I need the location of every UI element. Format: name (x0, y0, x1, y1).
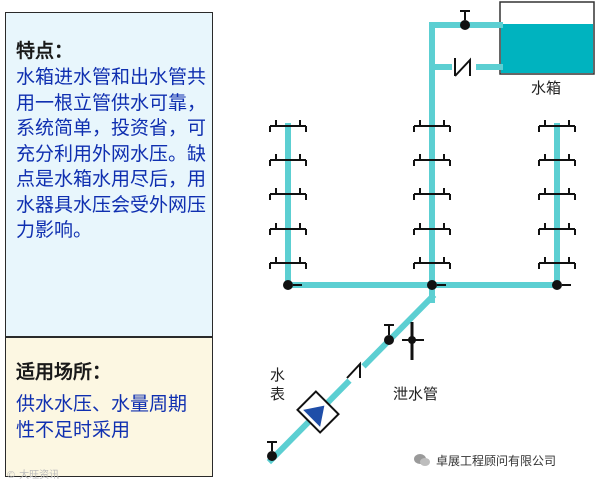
tank-label: 水箱 (531, 79, 562, 97)
inlet-valve (384, 335, 394, 345)
tap-fixture (269, 120, 307, 132)
features-panel: 特点： 水箱进水管和出水管共用一根立管供水可靠，系统简单，投资省，可充分利用外网… (5, 12, 213, 337)
bottom-valve (267, 451, 277, 461)
tap-fixture (538, 257, 576, 269)
tap-fixture (413, 154, 451, 166)
usage-panel: 适用场所： 供水水压、水量周期性不足时采用 (5, 337, 213, 477)
fixture-group (269, 120, 576, 269)
water-meter (296, 390, 340, 434)
tap-fixture (269, 154, 307, 166)
wechat-icon (414, 452, 430, 466)
tap-fixture (269, 257, 307, 269)
valve-node (552, 280, 562, 290)
tap-fixture (413, 257, 451, 269)
tap-fixture (538, 188, 576, 200)
drain-pipe-label: 泄水管 (393, 385, 439, 403)
valve-node (427, 280, 437, 290)
tank-water (501, 24, 593, 73)
meter-arrow (303, 405, 325, 427)
check-valve-symbol (454, 57, 471, 77)
tap-fixture (538, 223, 576, 235)
drain-valve (408, 336, 416, 344)
tap-fixture (269, 223, 307, 235)
usage-heading: 适用场所： (16, 361, 112, 383)
usage-body: 供水水压、水量周期性不足时采用 (16, 393, 188, 441)
tap-fixture (538, 120, 576, 132)
tap-fixture (538, 154, 576, 166)
tap-fixture (269, 188, 307, 200)
tap-fixture (413, 188, 451, 200)
top-valve (460, 20, 470, 30)
tap-fixture (413, 120, 451, 132)
features-heading: 特点： (16, 40, 74, 62)
pipe-network (266, 1, 595, 465)
watermark-text: © 大旺资讯 (6, 470, 60, 481)
features-body: 水箱进水管和出水管共用一根立管供水可靠，系统简单，投资省，可充分利用外网水压。缺… (16, 66, 207, 241)
inlet-check-gap (340, 357, 370, 387)
inlet-check-symbol (346, 361, 361, 379)
tap-fixture (413, 223, 451, 235)
meter-label: 水表 (270, 366, 286, 403)
valve-node (283, 280, 293, 290)
company-watermark: 卓展工程顾问有限公司 (436, 454, 557, 468)
fitting-group (267, 10, 571, 461)
